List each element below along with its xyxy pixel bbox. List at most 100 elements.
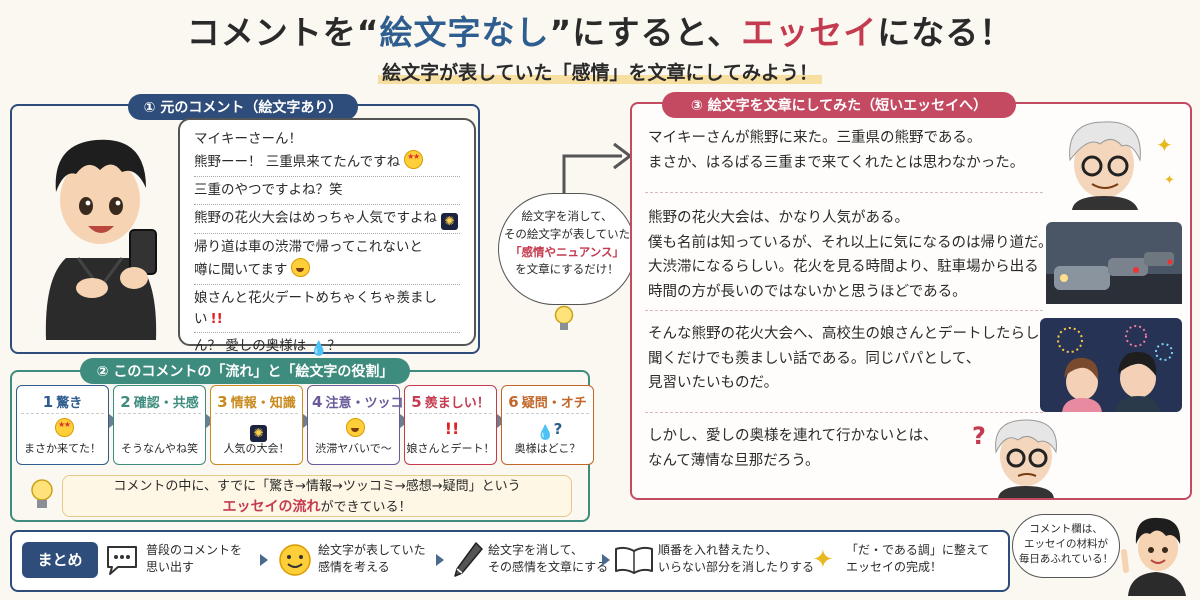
cloud-text: その絵文字が表していた <box>503 226 631 241</box>
page-subtitle: 絵文字が表していた「感情」を文章にしてみよう！ <box>0 58 1200 85</box>
summary-panel <box>10 530 1010 592</box>
comment-line: 帰り道は車の渋滞で帰ってこれないと噂に聞いてます <box>194 234 460 285</box>
flow-step-footer: 奥様はどこ？ <box>514 442 581 455</box>
essay-line: まさか、はるばる三重まで来てくれたとは思わなかった。 <box>648 154 1025 171</box>
fireworks-date-illustration <box>1040 318 1182 412</box>
flow-step-icon: !! <box>405 418 496 440</box>
traffic-jam-illustration <box>1046 222 1182 304</box>
section3-header: ③ 絵文字を文章にしてみた（短いエッセイへ） <box>662 92 1016 118</box>
essay-line: そんな熊野の花火大会へ、高校生の娘さんとデートしたらしい。 <box>648 326 1069 342</box>
summary-text: その感情を文章にする <box>488 560 609 575</box>
cloud-text: 絵文字を消して、 <box>521 209 613 223</box>
sweat-drops-icon: 💧 <box>310 341 328 358</box>
comment-line: マイキーさーん！熊野ーー！ 三重県来てたんですね <box>194 126 460 177</box>
flow-step-footer: 娘さんとデート！ <box>406 442 495 455</box>
fireworks-icon: ✺ <box>441 212 458 230</box>
title-part: になる！ <box>877 13 1014 52</box>
summary-text: いらない部分を消したりする <box>658 560 815 575</box>
boy-avatar <box>45 139 157 340</box>
comment-text: 熊野の花火大会はめっちゃ人気ですよね <box>194 209 437 226</box>
divider <box>645 310 1043 311</box>
svg-text:✦: ✦ <box>1156 133 1173 157</box>
star-struck-icon <box>404 149 424 169</box>
pencil-icon <box>452 541 484 579</box>
essay-paragraph-2: 熊野の花火大会は、かなり人気がある。 僕も名前は知っているが、それ以上に気になる… <box>648 206 1053 305</box>
arrow-icon <box>260 554 268 566</box>
comment-text: マイキーさーん！ <box>194 131 302 147</box>
divider <box>645 412 1043 413</box>
flow-step-label: 情報・知識 <box>230 396 296 411</box>
summary-text: 絵文字が表していた <box>318 543 426 557</box>
thinking-man-illustration: ? <box>972 419 1057 498</box>
tip-cloud: 絵文字を消して、 その絵文字が表していた 「感情やニュアンス」 を文章にするだけ… <box>498 193 636 305</box>
comment-line: 熊野の花火大会はめっちゃ人気ですよね✺ <box>194 205 460 234</box>
bubble-text: コメント欄は、 <box>1029 523 1103 535</box>
essay-line: 大渋滞になるらしい。花火を見る時間より、駐車場から出る <box>648 259 1039 276</box>
double-exclamation-icon: !! <box>210 310 223 327</box>
summary-text: 「だ・である調」に整えて <box>846 543 990 557</box>
title-part: ”にすると、 <box>549 13 742 52</box>
summary-text: 絵文字を消して、 <box>488 543 584 557</box>
svg-text:✦: ✦ <box>1164 173 1175 188</box>
flow-step-footer: まさか来てた！ <box>24 442 101 455</box>
summary-text: 感情を考える <box>318 560 390 575</box>
summary-text: エッセイの完成！ <box>846 560 943 575</box>
section2-header: ② このコメントの「流れ」と「絵文字の役割」 <box>80 358 410 384</box>
title-highlight-essay: エッセイ <box>741 13 878 52</box>
flow-step-label: 羨ましい！ <box>424 396 490 411</box>
comment-text: 三重のやつですよね？笑 <box>194 181 343 198</box>
flow-step-label: 確認・共感 <box>133 396 199 411</box>
note-highlight: エッセイの流れ <box>222 498 321 515</box>
essay-paragraph-3: そんな熊野の花火大会へ、高校生の娘さんとデートしたらしい。 聞くだけでも羨ましい… <box>648 322 1069 396</box>
lightbulb-icon <box>553 305 575 339</box>
essay-paragraph-4: しかし、愛しの奥様を連れて行かないとは、 なんて薄情な旦那だろう。 <box>648 424 938 473</box>
comment-text: 帰り道は車の渋滞で帰ってこれないと <box>194 238 423 255</box>
summary-step-2: 絵文字が表していた感情を考える <box>318 542 426 577</box>
essay-line: 聞くだけでも羨ましい話である。同じパパとして、 <box>648 350 981 367</box>
essay-line: 僕も名前は知っているが、それ以上に気になるのは帰り道だ。 <box>648 234 1053 251</box>
summary-step-5: 「だ・である調」に整えてエッセイの完成！ <box>846 542 989 577</box>
pointing-boy-illustration <box>1121 517 1186 596</box>
section1-header: ① 元のコメント（絵文字あり） <box>128 94 358 120</box>
divider <box>645 192 1043 193</box>
comment-line: 三重のやつですよね？笑 <box>194 177 460 205</box>
flow-step-number: 1 <box>42 393 54 411</box>
sweat-drops-icon: 💧 <box>536 425 555 441</box>
comment-text: 娘さんと花火デートめちゃくちゃ羨ましい <box>194 289 437 327</box>
star-struck-icon <box>55 418 74 437</box>
essay-line: 熊野の花火大会は、かなり人気がある。 <box>648 210 909 226</box>
comment-line: ん？ 愛しの奥様は💧？ <box>194 333 460 361</box>
title-part: コメントを“ <box>186 13 380 52</box>
summary-speech-bubble: コメント欄は、 エッセイの材料が 毎日あふれている！ <box>1012 514 1120 578</box>
laughing-icon <box>346 418 365 437</box>
essay-line: しかし、愛しの奥様を連れて行かないとは、 <box>648 428 938 444</box>
flow-step-icon <box>114 418 205 440</box>
essay-paragraph-1: マイキーさんが熊野に来た。三重県の熊野である。 まさか、はるばる三重まで来てくれ… <box>648 126 1024 175</box>
double-exclamation-icon: !! <box>444 419 460 438</box>
summary-step-3: 絵文字を消して、その感情を文章にする <box>488 542 608 577</box>
lightbulb-icon <box>30 478 54 514</box>
original-comment-bubble: マイキーさーん！熊野ーー！ 三重県来てたんですね 三重のやつですよね？笑 熊野の… <box>178 118 476 357</box>
book-icon <box>614 545 654 575</box>
essay-line: 時間の方が長いのではないかと思うほどである。 <box>648 283 967 300</box>
flow-step-label: 疑問・オチ <box>521 396 587 411</box>
speech-bubble-icon <box>104 543 140 577</box>
comment-text: 噂に聞いてます <box>194 261 288 278</box>
fireworks-icon: ✺ <box>250 425 267 442</box>
comment-line: 娘さんと花火デートめちゃくちゃ羨ましい!! <box>194 285 460 334</box>
essay-line: なんて薄情な旦那だろう。 <box>648 452 820 469</box>
arrow-icon <box>436 554 444 566</box>
summary-text: 普段のコメントを <box>146 543 243 557</box>
note-text: コメントの中に、すでに「驚き→情報→ツッコミ→感想→疑問」という <box>113 479 521 494</box>
summary-step-4: 順番を入れ替えたり、いらない部分を消したりする <box>658 542 814 577</box>
